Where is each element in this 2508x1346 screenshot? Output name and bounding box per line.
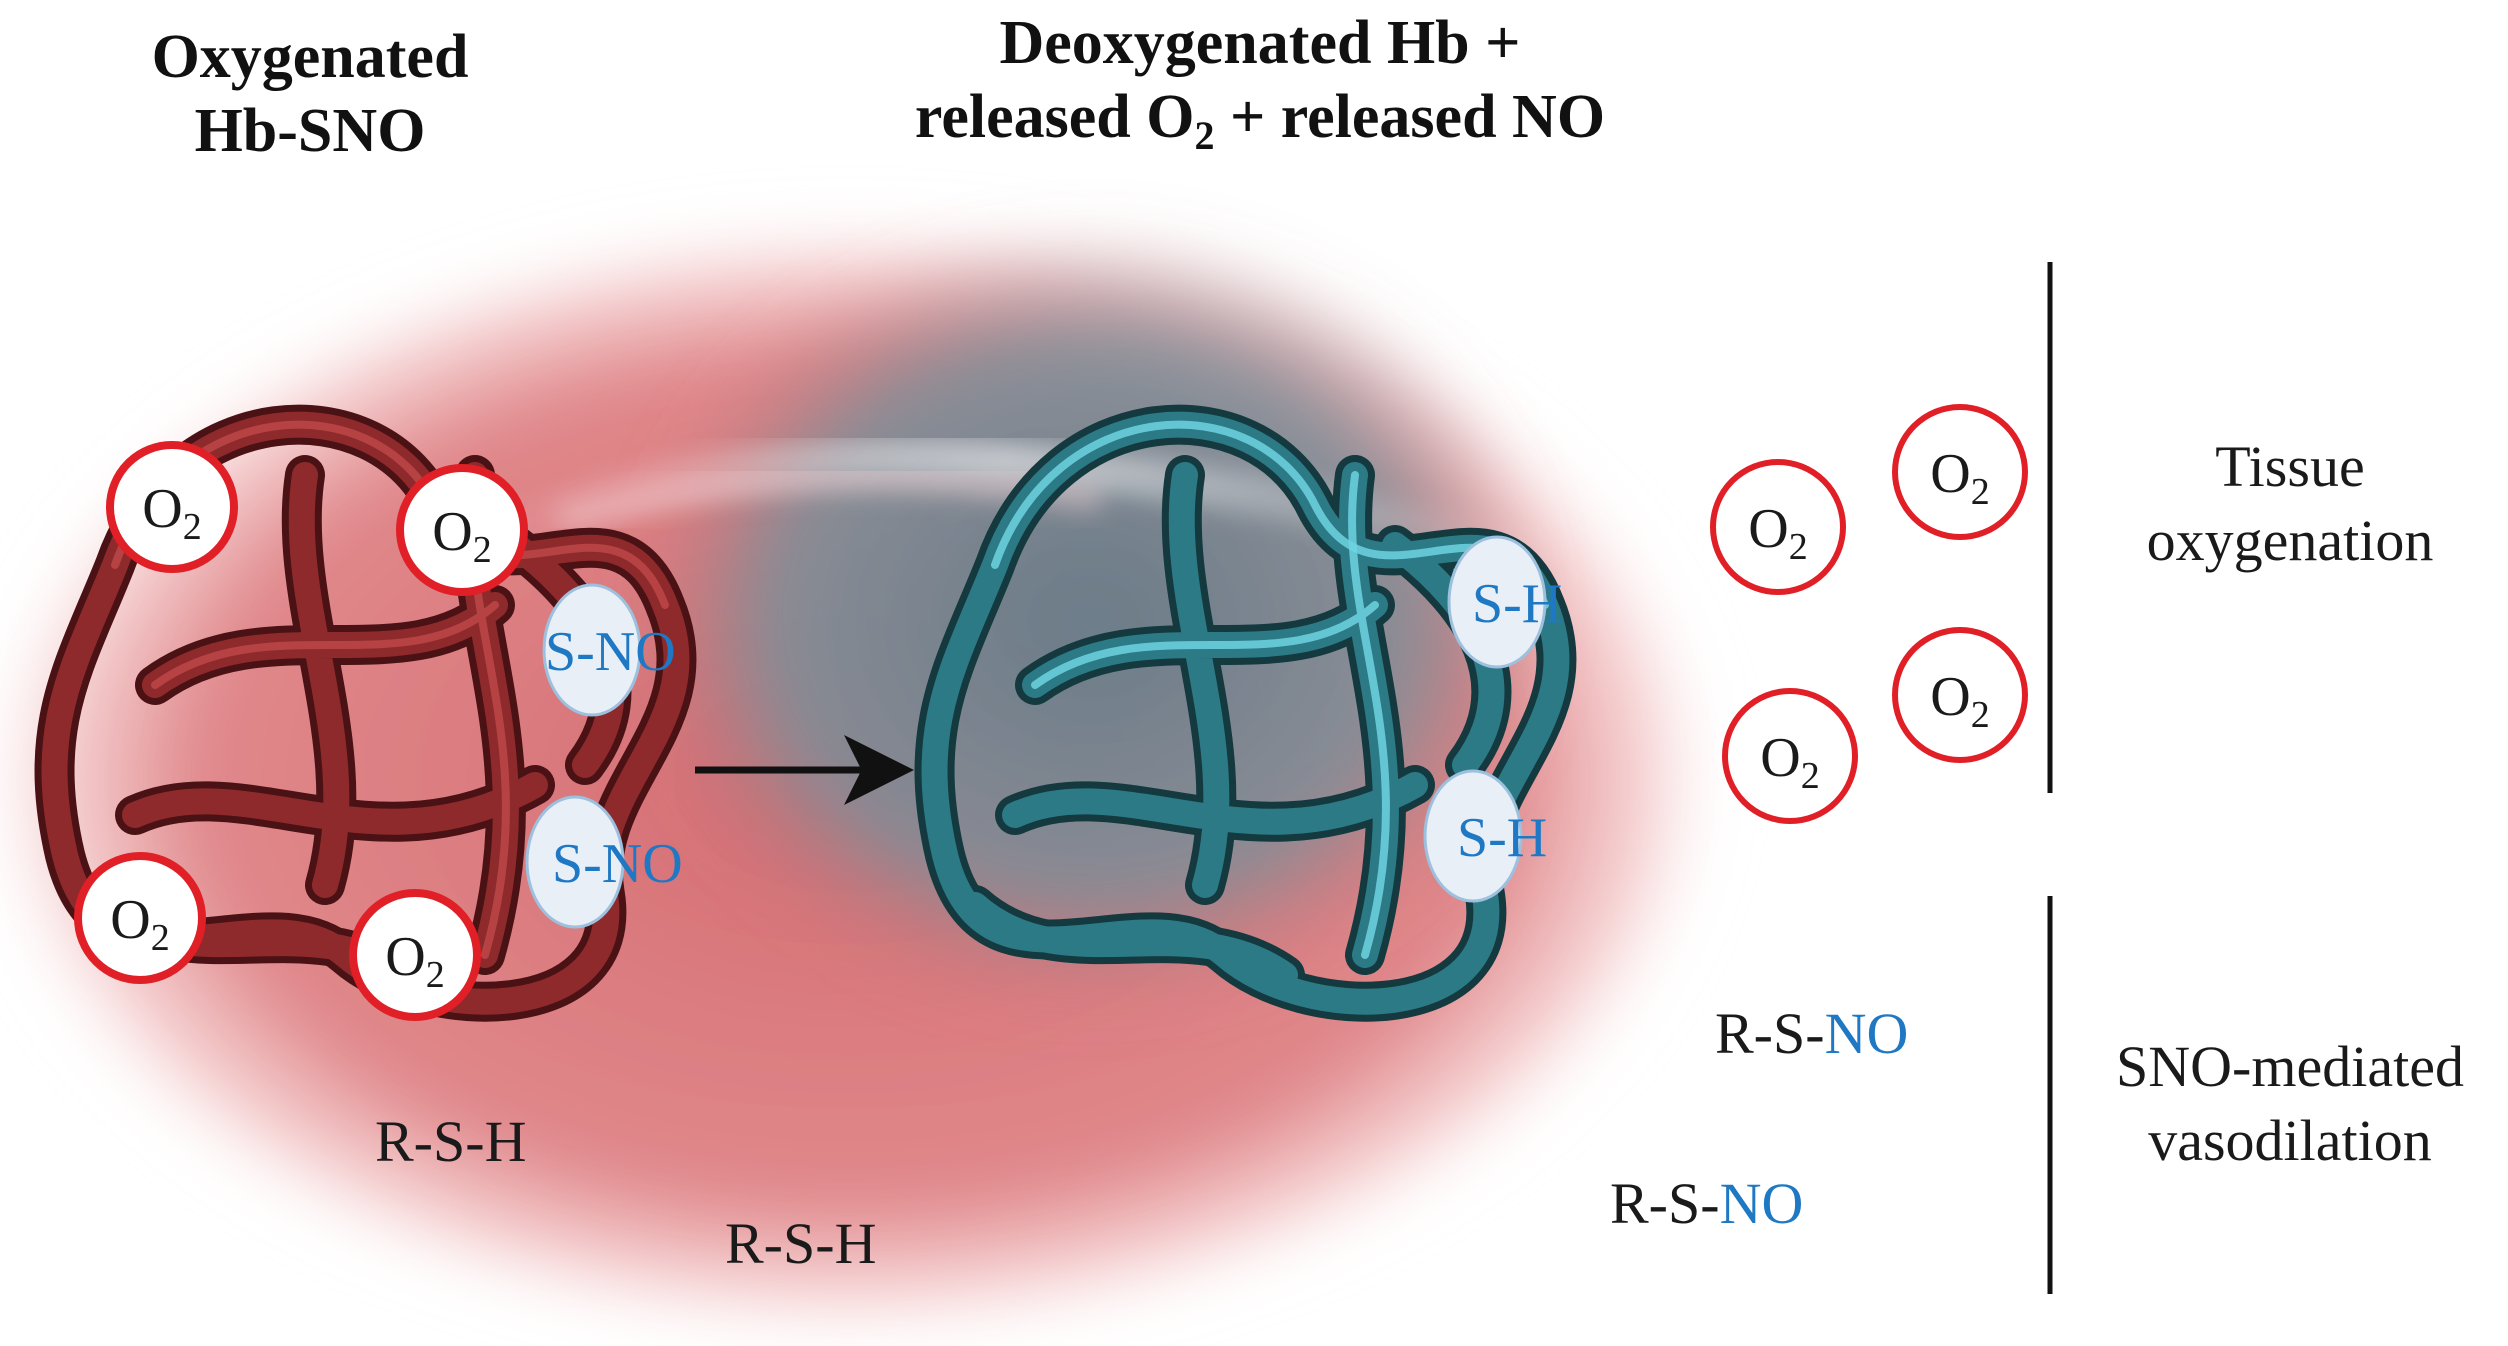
o2-molecule: O2 [349,889,481,1021]
o2-subscript: 2 [1801,755,1820,797]
title-line: released O2 + released NO [760,80,1760,156]
sno-group: S-NO [525,795,683,929]
sno-label: S-NO [552,833,683,895]
o2-subscript: 2 [151,917,170,959]
rsno-prefix: R-S- [1610,1171,1720,1236]
o2-subscript: 2 [473,529,492,571]
o2-molecule: O2 [396,464,528,596]
o2-subscript: 2 [1971,694,1990,736]
side-line: SNO-mediated [2116,1034,2464,1099]
rsno-no: NO [1824,1001,1909,1066]
o2-molecule: O2 [106,441,238,573]
o2-label: O [1930,666,1970,728]
svg-text:O2: O2 [110,889,169,959]
thiol-group: S-H [1423,769,1547,903]
o2-molecule: O2 [74,852,206,984]
side-line: Tissue [2215,434,2365,499]
o2-molecule: O2 [1722,688,1858,824]
o2-subscript: 2 [426,954,445,996]
rsno-label: R-S-NO [1610,1170,1803,1237]
o2-label: O [1930,443,1970,505]
o2-label: O [142,478,182,540]
tissue-oxygenation-label: Tissue oxygenation [2080,430,2500,578]
o2-molecule: O2 [1892,627,2028,763]
svg-text:O2: O2 [1930,443,1989,513]
rsno-label: R-S-NO [1715,1000,1908,1067]
title-released-o: released O [914,83,1195,151]
rsh-label: R-S-H [375,1109,527,1174]
rsno-no: NO [1719,1171,1804,1236]
svg-text:O2: O2 [385,926,444,996]
svg-text:O2: O2 [142,478,201,548]
rsno-prefix: R-S- [1715,1001,1825,1066]
thiol-suffix: H [1507,807,1547,869]
sno-label: S-NO [545,621,676,683]
title-line: Deoxygenated Hb + [999,9,1521,77]
o2-label: O [1760,727,1800,789]
rsh-label: R-S-H [725,1211,877,1276]
sno-vasodilation-label: SNO-mediated vasodilation [2080,1030,2500,1178]
o2-label: O [1748,498,1788,560]
svg-text:S-H: S-H [1472,573,1562,635]
o2-label: O [110,889,150,951]
title-o2-subscript: 2 [1194,113,1215,158]
o2-label: O [432,501,472,563]
svg-text:O2: O2 [1760,727,1819,797]
thiol-suffix: H [1522,573,1562,635]
o2-subscript: 2 [1971,471,1990,513]
title-released-no: + released NO [1214,83,1606,151]
svg-text:O2: O2 [1930,666,1989,736]
o2-molecule: O2 [1892,404,2028,540]
svg-text:S-H: S-H [1457,807,1547,869]
o2-subscript: 2 [183,506,202,548]
side-line: vasodilation [2148,1108,2432,1173]
sno-group: S-NO [542,583,676,717]
thiol-group: S-H [1447,535,1562,669]
title-line: Hb-SNO [194,97,426,165]
deoxygenated-hb-title: Deoxygenated Hb + released O2 + released… [760,6,1760,156]
side-line: oxygenation [2146,508,2434,573]
thiol-prefix: S- [1457,807,1507,869]
svg-text:O2: O2 [432,501,491,571]
title-line: Oxygenated [151,23,469,91]
o2-molecule: O2 [1710,459,1846,595]
oxygenated-hb-sno-title: Oxygenated Hb-SNO [100,20,520,168]
o2-label: O [385,926,425,988]
thiol-prefix: S- [1472,573,1522,635]
o2-subscript: 2 [1789,526,1808,568]
svg-text:O2: O2 [1748,498,1807,568]
